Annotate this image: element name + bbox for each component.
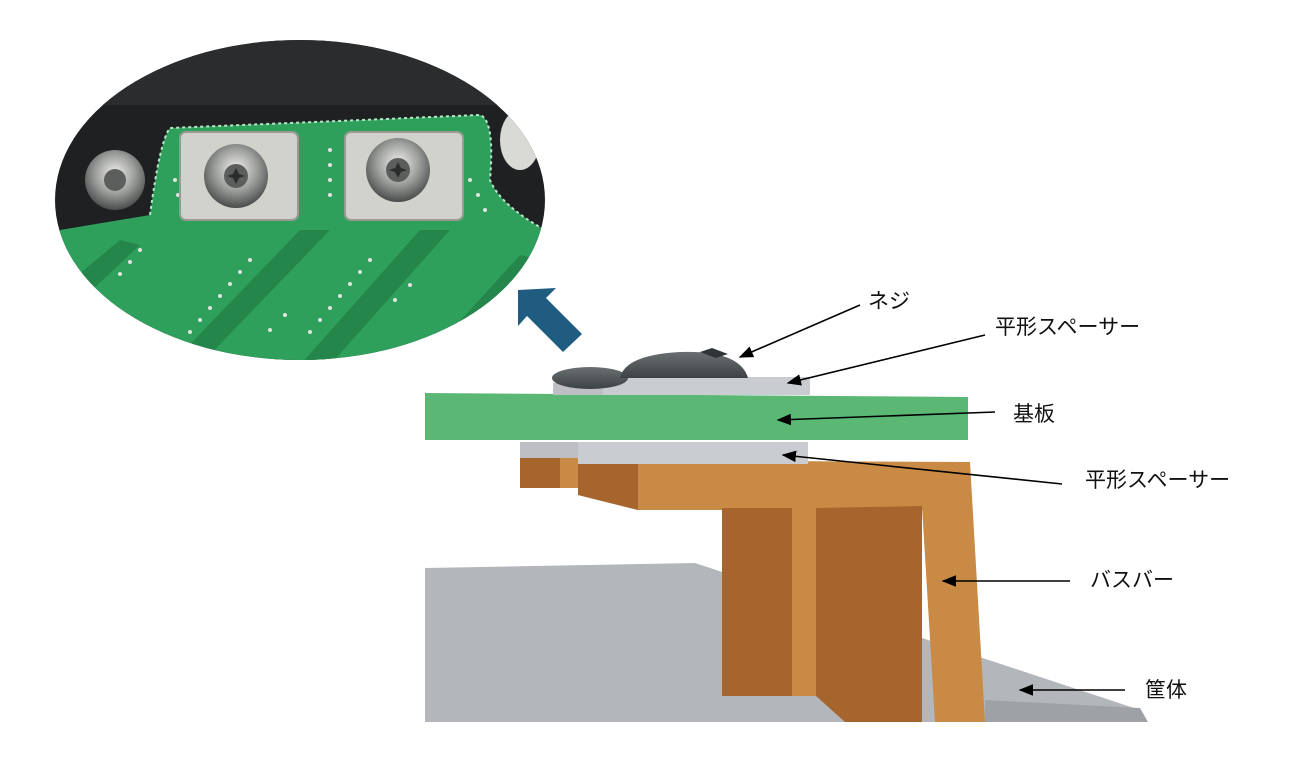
leader-spacer-bottom [781, 450, 1063, 485]
callout-lines [738, 304, 1125, 696]
busbar [520, 450, 985, 722]
label-housing: 筐体 [1145, 678, 1187, 702]
screw-head [552, 348, 748, 389]
label-screw: ネジ [868, 289, 910, 313]
screw-icon [366, 138, 430, 202]
leader-board [776, 411, 996, 426]
flat-spacer-bottom [520, 442, 808, 464]
leader-spacer-top [786, 334, 986, 386]
magnified-pcb-photo [55, 40, 545, 360]
label-spacer-top: 平形スペーサー [995, 315, 1141, 339]
label-board: 基板 [1013, 402, 1055, 426]
torx-screw-icon [85, 150, 145, 210]
board [425, 393, 968, 440]
screw-icon [204, 144, 268, 208]
up-left-arrow-icon [518, 288, 582, 352]
label-spacer-bottom: 平形スペーサー [1085, 468, 1231, 492]
label-busbar: バスバー [1090, 568, 1174, 592]
leader-screw [738, 304, 861, 358]
